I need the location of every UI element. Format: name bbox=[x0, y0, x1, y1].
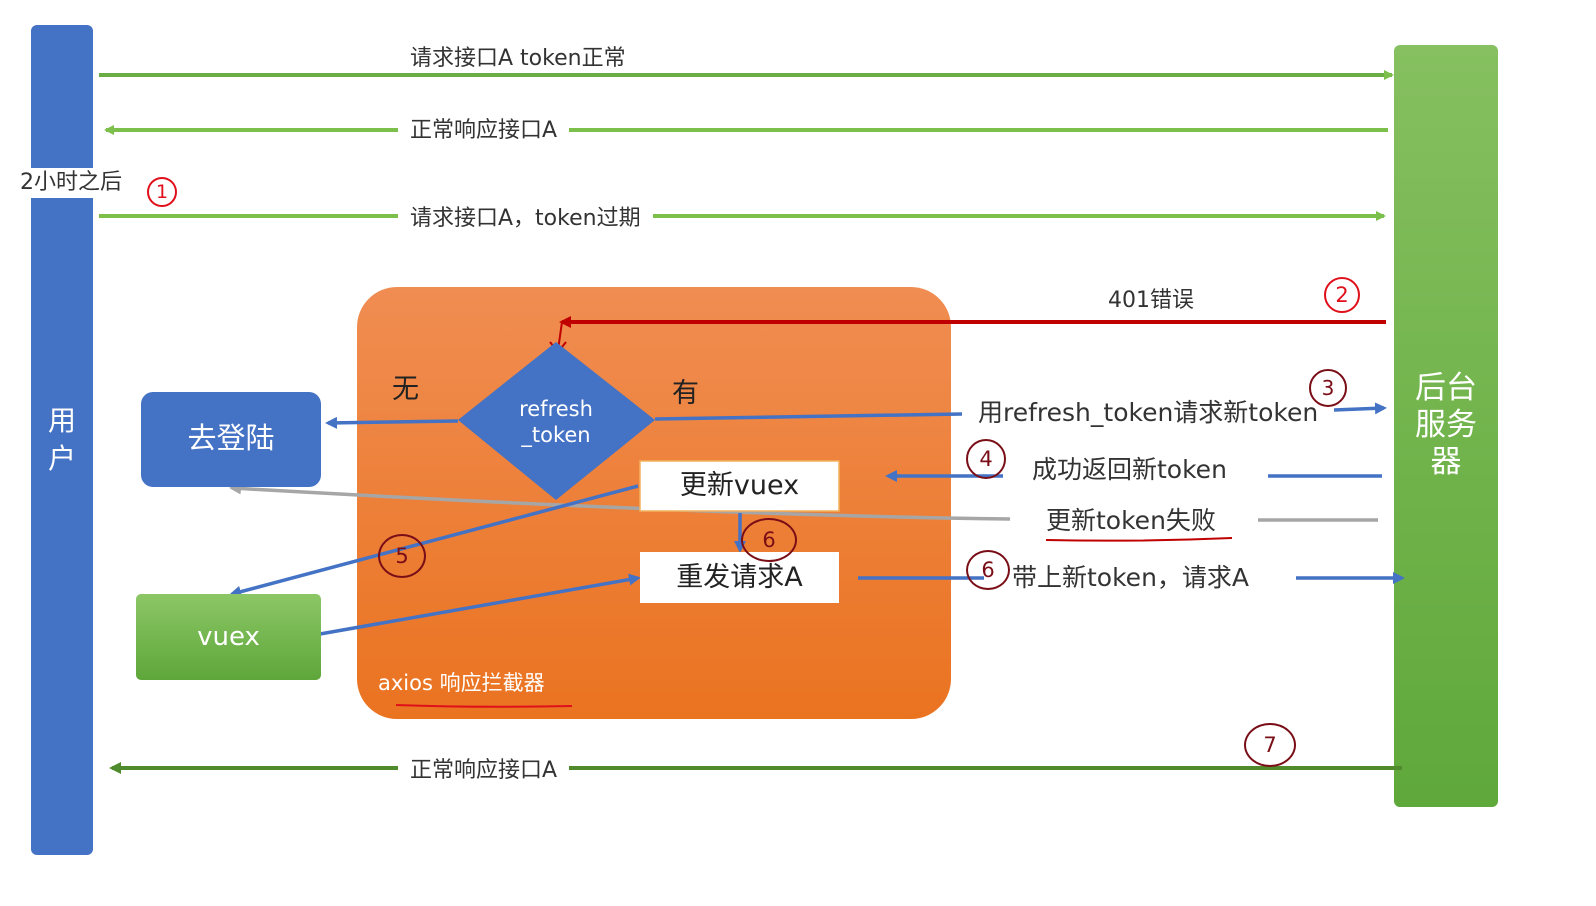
update-vuex-label: 更新vuex bbox=[679, 470, 800, 501]
label-request-ok: 请求接口A token正常 bbox=[398, 48, 638, 70]
refresh-token-decision bbox=[458, 342, 655, 500]
label-use-refresh-token: 用refresh_token请求新token bbox=[978, 398, 1319, 427]
resend-a-label: 重发请求A bbox=[676, 562, 803, 593]
underline-interceptor bbox=[395, 704, 573, 708]
vuex-box bbox=[136, 594, 321, 680]
label-after-2h: 2小时之后 bbox=[16, 168, 126, 198]
label-response-ok-bottom: 正常响应接口A bbox=[398, 760, 570, 782]
label-resend-with-new-token: 带上新token，请求A bbox=[1012, 563, 1250, 592]
label-request-expired: 请求接口A，token过期 bbox=[398, 208, 653, 230]
step-3-marker: 3 bbox=[1309, 369, 1347, 407]
step-2-marker: 2 bbox=[1324, 277, 1360, 313]
step-6b-marker: 6 bbox=[966, 550, 1010, 590]
vuex-label: vuex bbox=[197, 622, 260, 652]
login-label: 去登陆 bbox=[187, 421, 275, 455]
arrow-refresh-request-end bbox=[1333, 402, 1387, 415]
step-7-marker: 7 bbox=[1244, 723, 1296, 767]
decision-label: refresh _token bbox=[519, 397, 593, 448]
user-lane bbox=[31, 25, 93, 855]
resend-a-box bbox=[640, 552, 839, 603]
interceptor-caption: axios 响应拦截器 bbox=[378, 671, 545, 695]
label-401: 401错误 bbox=[1108, 288, 1194, 313]
label-refresh-failed: 更新token失败 bbox=[1046, 506, 1216, 535]
arrow-update-to-vuex bbox=[229, 484, 639, 598]
login-box bbox=[141, 392, 321, 487]
step-4-marker: 4 bbox=[966, 439, 1006, 479]
arrow-yes-branch bbox=[654, 412, 963, 421]
step-6a-marker: 6 bbox=[741, 518, 797, 562]
underline-refresh-failed bbox=[1045, 537, 1233, 542]
label-response-ok-top: 正常响应接口A bbox=[398, 120, 570, 142]
branch-no-label: 无 bbox=[392, 374, 419, 405]
arrow-vuex-to-resend bbox=[319, 573, 641, 636]
label-return-new-token: 成功返回新token bbox=[1032, 455, 1227, 484]
server-lane-label: 后台 服务 器 bbox=[1415, 370, 1477, 481]
arrow-to-login bbox=[325, 416, 459, 429]
server-lane bbox=[1394, 45, 1498, 807]
user-lane-label: 用 户 bbox=[47, 404, 76, 475]
update-vuex-box bbox=[639, 460, 840, 512]
step-5-marker: 5 bbox=[378, 534, 426, 578]
step-1-marker: 1 bbox=[147, 177, 177, 207]
branch-yes-label: 有 bbox=[672, 378, 699, 409]
